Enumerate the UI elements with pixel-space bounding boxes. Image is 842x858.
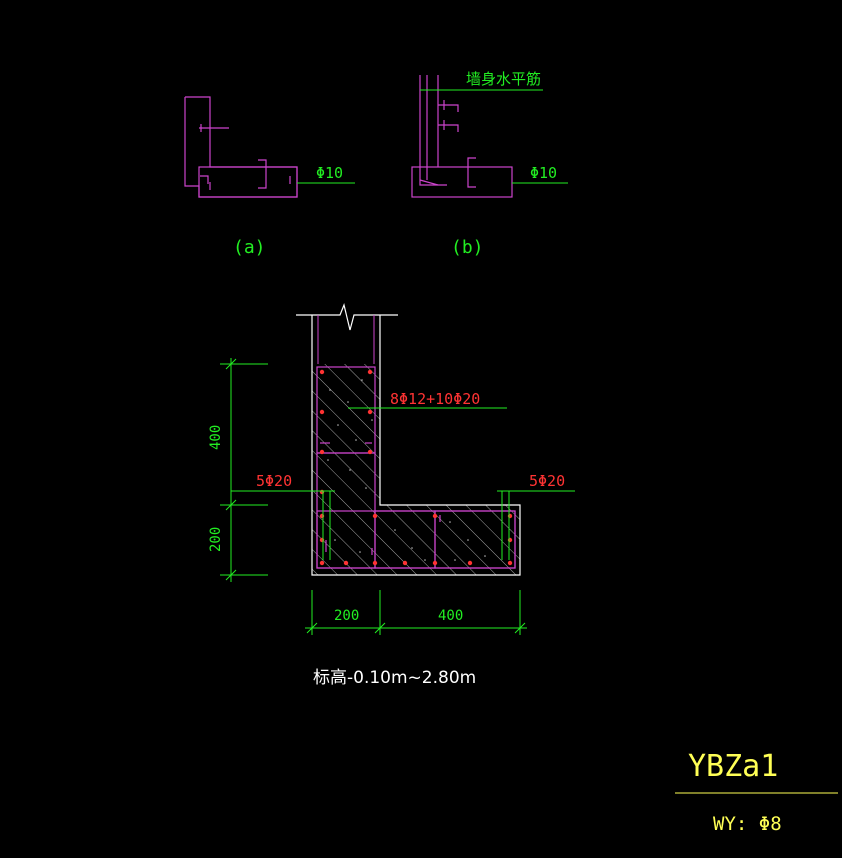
section-stirrups <box>316 366 516 569</box>
wall-outline <box>296 303 521 576</box>
main-bars-label: 8Φ12+10Φ20 <box>390 390 480 408</box>
rebar-dots <box>319 369 513 566</box>
detail-b-leaders <box>420 89 568 184</box>
concrete-aggregate-dots <box>327 379 486 561</box>
detail-a-caption: (a) <box>233 237 266 258</box>
dim-vertical-upper: 400 <box>208 425 224 450</box>
rebar-leaders <box>231 407 575 560</box>
elevation-label: 标高-0.10m~2.80m <box>313 668 476 688</box>
detail-b-bar-label: Φ10 <box>530 164 557 182</box>
component-name: YBZa1 <box>688 749 778 784</box>
dim-vertical-lower: 200 <box>208 527 224 552</box>
detail-b-stirrup <box>411 75 513 198</box>
detail-b: 墙身水平筋 Φ10 (b) <box>411 70 568 258</box>
dim-horizontal-left: 200 <box>334 608 359 624</box>
detail-a-stirrup <box>184 96 298 198</box>
wall-section: 8Φ12+10Φ20 5Φ20 5Φ20 400 200 200 400 标高-… <box>208 303 575 688</box>
detail-b-note: 墙身水平筋 <box>466 70 541 88</box>
horizontal-dimension <box>305 590 527 635</box>
dim-horizontal-right: 400 <box>438 608 463 624</box>
detail-b-caption: (b) <box>451 237 484 258</box>
left-bars-label: 5Φ20 <box>256 472 292 490</box>
detail-a-bar-label: Φ10 <box>316 164 343 182</box>
right-bars-label: 5Φ20 <box>529 472 565 490</box>
detail-a: Φ10 (a) <box>184 96 355 258</box>
concrete-l-section <box>312 364 520 575</box>
vertical-dimension <box>220 358 268 582</box>
title-block: YBZa1 WY: Φ8 <box>675 749 838 835</box>
wall-vertical-bars <box>317 315 375 364</box>
stirrup-spec: WY: Φ8 <box>713 813 782 835</box>
